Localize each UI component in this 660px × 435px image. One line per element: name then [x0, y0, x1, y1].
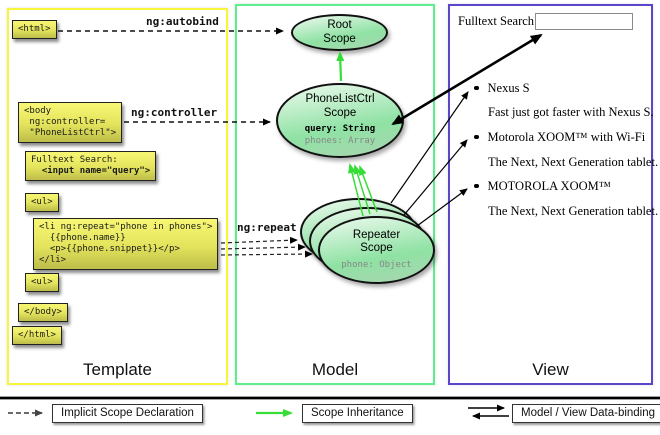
view-search-label: Fulltext Search: [458, 14, 538, 28]
view-item-name: MOTOROLA XOOM™ [474, 179, 611, 194]
code-box-html-open: <html> [12, 20, 57, 39]
view-item-snippet: Fast just got faster with Nexus S. [488, 105, 654, 119]
fulltext-search-input[interactable] [535, 13, 633, 30]
code-box-ul-close: <ul> [25, 273, 59, 292]
code-box-body-close: </body> [18, 303, 68, 322]
code-line: {{phone.name}} [39, 232, 126, 243]
code-line: ng:controller= [24, 116, 106, 127]
bullet-icon [474, 134, 479, 139]
root-scope-ellipse: Root Scope [291, 14, 388, 51]
bullet-icon [474, 183, 479, 188]
template-panel-label: Template [83, 360, 152, 379]
phones-property: phones: Array [304, 136, 376, 147]
query-property: query: String [304, 124, 376, 135]
ng-controller-label: ng:controller [131, 106, 218, 119]
code-line: <html> [18, 24, 51, 34]
code-box-fulltext-search: Fulltext Search: <input name="query"> [25, 151, 157, 181]
code-line: <ul> [31, 197, 53, 207]
code-line: <input name="query"> [31, 165, 151, 176]
repeater-scope-title-line2: Scope [360, 242, 393, 255]
repeater-scope-title-line1: Repeater [352, 228, 401, 241]
view-item-name: Motorola XOOM™ with Wi-Fi [474, 130, 645, 145]
code-line: <ul> [31, 277, 53, 287]
view-item-name-text: Motorola XOOM™ with Wi-Fi [487, 130, 646, 144]
view-item-snippet: The Next, Next Generation tablet. [488, 155, 659, 169]
view-panel: View [448, 4, 653, 385]
code-line: Fulltext Search: [31, 155, 118, 165]
repeater-scope-props: phone: Object [341, 260, 411, 272]
bullet-icon [474, 85, 479, 90]
view-item-name-text: Nexus S [487, 81, 530, 95]
model-panel-label: Model [311, 360, 359, 379]
code-box-html-close: </html> [12, 326, 62, 345]
code-line: </li> [39, 254, 67, 265]
code-line: "PhoneListCtrl"> [24, 127, 117, 138]
legend-scope-inheritance: Scope Inheritance [302, 404, 413, 423]
view-item-name-text: MOTOROLA XOOM™ [487, 179, 612, 193]
model-panel: Model [235, 4, 435, 385]
code-box-li-repeat: <li ng:repeat="phone in phones"> {{phone… [33, 218, 219, 270]
code-box-body-open: <body ng:controller= "PhoneListCtrl"> [18, 102, 123, 143]
phonelistctrl-scope-title-line1: PhoneListCtrl [305, 93, 375, 106]
view-panel-label: View [532, 360, 569, 379]
phonelistctrl-scope-props: query: String phones: Array [305, 124, 375, 147]
phone-property: phone: Object [341, 259, 412, 270]
legend-model-view-data-binding: Model / View Data-binding [512, 404, 660, 423]
view-item-snippet: The Next, Next Generation tablet. [488, 204, 659, 218]
view-item-name: Nexus S [474, 81, 530, 96]
legend-implicit-scope-declaration: Implicit Scope Declaration [52, 404, 203, 423]
repeater-scope-ellipse-front: Repeater Scope phone: Object [318, 216, 435, 284]
phonelistctrl-scope-title-line2: Scope [323, 106, 357, 119]
code-line: </html> [18, 330, 56, 340]
root-scope-title-line2: Scope [323, 32, 356, 45]
code-line: <li ng:repeat="phone in phones"> [39, 222, 213, 232]
phonelistctrl-scope-ellipse: PhoneListCtrl Scope query: String phones… [276, 83, 404, 158]
code-box-ul-open: <ul> [25, 193, 59, 212]
code-line: </body> [24, 307, 62, 317]
code-line: <body [24, 106, 52, 116]
code-line: <p>{{phone.snippet}}</p> [39, 243, 180, 254]
ng-repeat-label: ng:repeat [237, 221, 297, 234]
ng-autobind-label: ng:autobind [146, 15, 219, 28]
root-scope-title-line1: Root [327, 18, 352, 31]
